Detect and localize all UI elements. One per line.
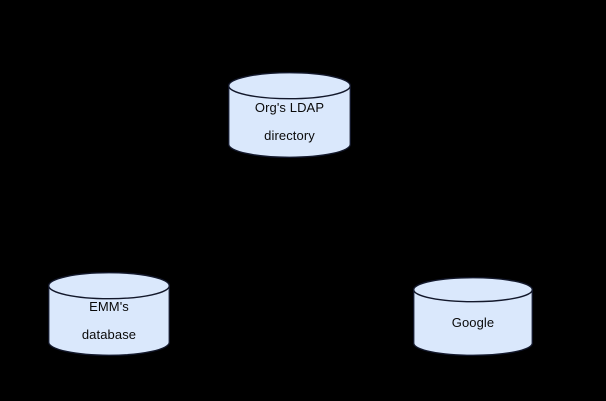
cylinder-body — [413, 277, 533, 356]
database-cylinder-icon — [228, 72, 351, 158]
cylinder-body — [48, 272, 170, 356]
cylinder-top-rim — [413, 289, 533, 303]
node-google[interactable]: Google — [413, 277, 533, 356]
cylinder-body — [228, 72, 351, 158]
database-cylinder-icon — [413, 277, 533, 356]
database-cylinder-icon — [48, 272, 170, 356]
cylinder-top-rim — [48, 285, 170, 300]
cylinder-top-rim — [228, 85, 351, 100]
